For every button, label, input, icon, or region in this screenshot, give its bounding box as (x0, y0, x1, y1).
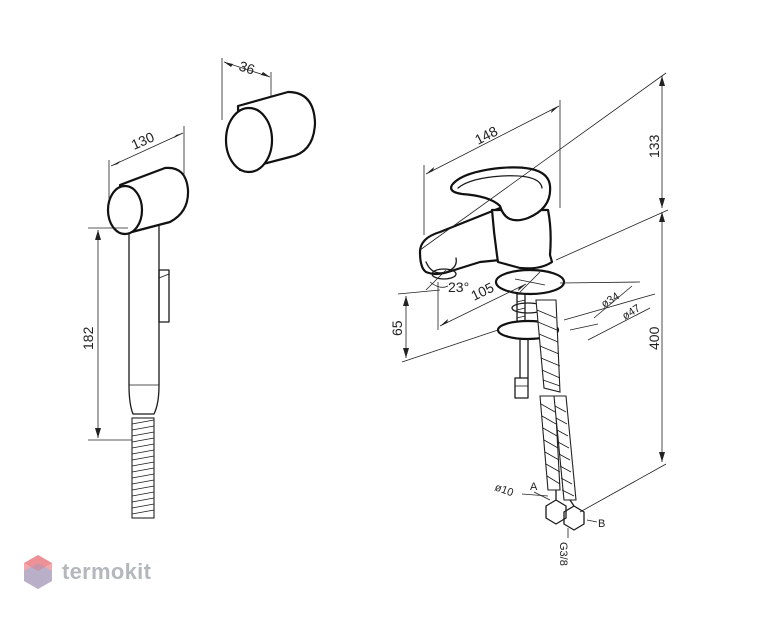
brand-watermark: termokit (22, 552, 151, 592)
thread-label: G3/8 (557, 542, 569, 566)
dim-34-label: ø34 (599, 290, 621, 310)
brand-name: termokit (62, 559, 152, 584)
dimension-65 (397, 289, 499, 363)
hose-nut-b (563, 505, 585, 531)
flexible-hoses (519, 299, 585, 531)
dimension-hose-diameter (521, 491, 551, 501)
termokit-logo-icon (24, 555, 52, 589)
mixer-body (490, 208, 554, 270)
dim-400-label: 400 (646, 326, 662, 350)
hand-shower-handle (128, 224, 160, 415)
dimension-148 (423, 100, 561, 235)
hand-shower-hose (131, 417, 155, 519)
hose-label-b: B (598, 518, 605, 530)
dim-148-label: 148 (472, 123, 500, 148)
dim-47-label: ø47 (620, 302, 642, 322)
dimension-133 (419, 72, 669, 261)
dim-130-label: 130 (129, 129, 157, 153)
hand-shower (106, 166, 190, 519)
dim-10-label: ø10 (493, 482, 515, 500)
hose-label-a: A (530, 481, 538, 493)
basin-mixer (418, 166, 566, 399)
hose-nut-a (545, 499, 567, 525)
dim-133-label: 133 (646, 134, 662, 158)
hand-shower-trigger (158, 269, 170, 323)
hand-shower-head (106, 166, 190, 236)
dimension-23-deg (425, 269, 449, 291)
dimension-36 (221, 58, 272, 120)
dimension-182 (88, 227, 132, 441)
dim-65-label: 65 (389, 320, 405, 336)
dim-105-label: 105 (468, 279, 496, 304)
dim-182-label: 182 (80, 326, 96, 350)
dim-23-label: 23° (448, 279, 469, 295)
shower-holder (224, 90, 317, 174)
dimension-diameters (559, 281, 656, 341)
mixer-lever (450, 166, 552, 222)
dimension-130 (108, 126, 185, 200)
dim-36-label: 36 (237, 58, 257, 78)
dimension-400 (579, 212, 667, 513)
